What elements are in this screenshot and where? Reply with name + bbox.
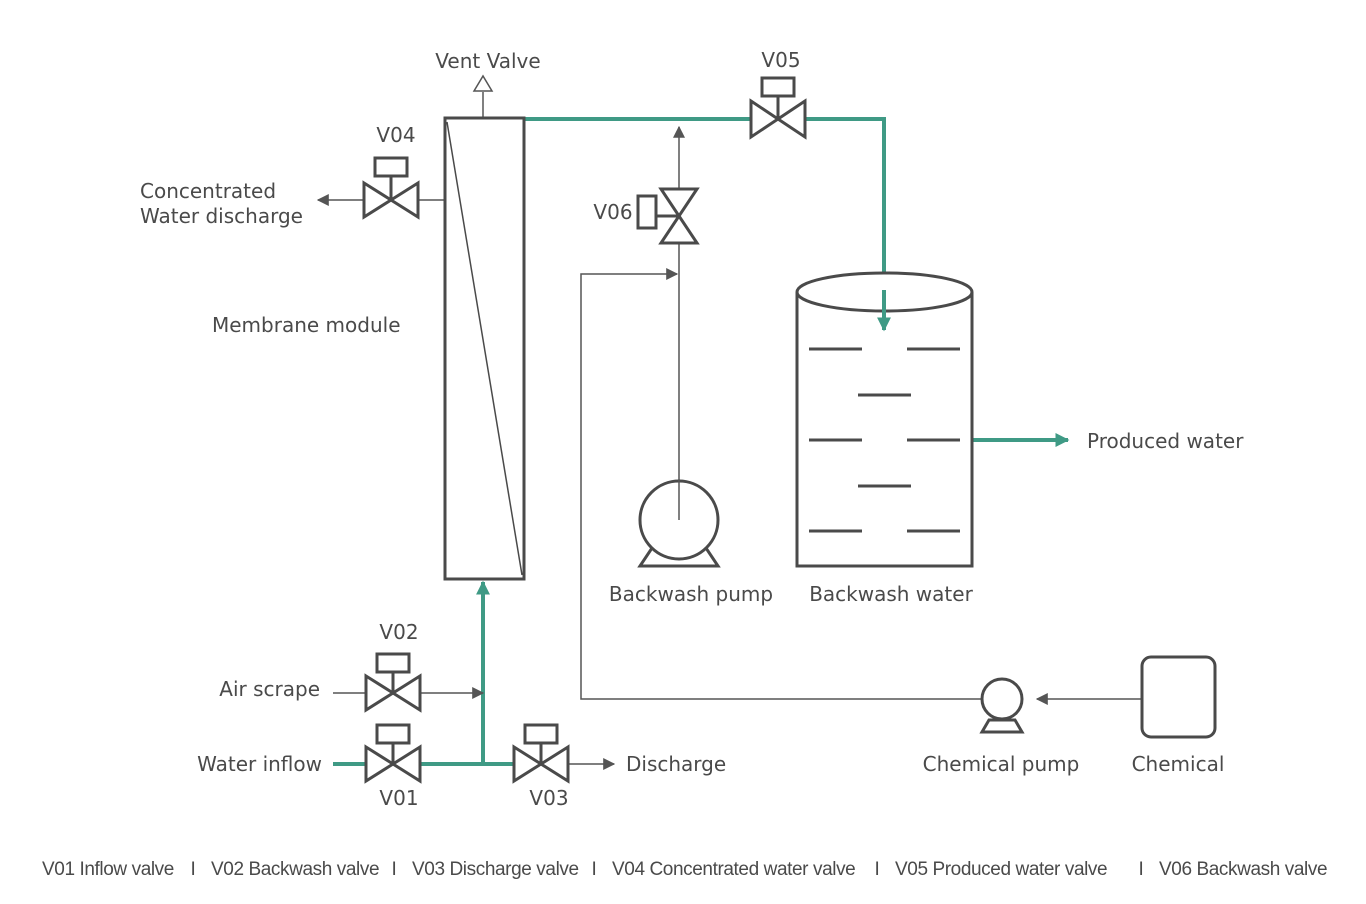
membrane-module — [443, 116, 526, 581]
chemical-label: Chemical — [1132, 752, 1225, 776]
air-scrape-label: Air scrape — [219, 677, 320, 701]
vent-arrow-icon — [472, 74, 494, 92]
labels: Vent Valve V04 V05 V06 Concentrated Wate… — [140, 48, 1244, 810]
backwash-water-label: Backwash water — [809, 582, 973, 606]
v06-label: V06 — [593, 200, 632, 224]
valve-legend: V01 Inflow valve I V02 Backwash valve I … — [42, 859, 1328, 880]
valve-v04[interactable] — [362, 156, 420, 220]
legend-item: V01 Inflow valve — [42, 859, 174, 880]
valve-v01[interactable] — [364, 723, 422, 784]
chemical-tank — [1140, 655, 1217, 739]
produced-water-label: Produced water — [1087, 429, 1244, 453]
concentrated-label-line1: Concentrated — [140, 179, 276, 203]
membrane-module-label: Membrane module — [212, 313, 401, 337]
legend-item: V03 Discharge valve — [412, 859, 579, 880]
legend-separator: I — [592, 859, 597, 880]
water-inflow-label: Water inflow — [197, 752, 322, 776]
discharge-label: Discharge — [626, 752, 726, 776]
valve-v03[interactable] — [512, 723, 570, 784]
concentrated-label-line2: Water discharge — [140, 204, 303, 228]
v05-label: V05 — [761, 48, 800, 72]
line-chemical-injection — [580, 268, 983, 700]
legend-item: V05 Produced water valve — [895, 859, 1107, 880]
pipe-v05-to-tank — [805, 117, 891, 332]
vent-valve-label: Vent Valve — [435, 49, 540, 73]
valve-v06[interactable] — [636, 187, 700, 245]
valve-v05[interactable] — [749, 76, 807, 140]
backwash-pump — [637, 479, 721, 568]
v04-label: V04 — [376, 123, 415, 147]
backwash-pump-label: Backwash pump — [609, 582, 773, 606]
legend-separator: I — [1139, 859, 1144, 880]
legend-item: V02 Backwash valve — [211, 859, 379, 880]
valve-v02[interactable] — [364, 652, 422, 713]
legend-separator: I — [392, 859, 397, 880]
legend-separator: I — [191, 859, 196, 880]
thin-lines — [316, 74, 1142, 770]
legend-item: V06 Backwash valve — [1159, 859, 1327, 880]
chemical-pump-label: Chemical pump — [923, 752, 1080, 776]
v01-label: V01 — [379, 786, 418, 810]
legend-item: V04 Concentrated water valve — [612, 859, 855, 880]
legend-separator: I — [875, 859, 880, 880]
v03-label: V03 — [529, 786, 568, 810]
v02-label: V02 — [379, 620, 418, 644]
chemical-pump — [979, 677, 1025, 734]
